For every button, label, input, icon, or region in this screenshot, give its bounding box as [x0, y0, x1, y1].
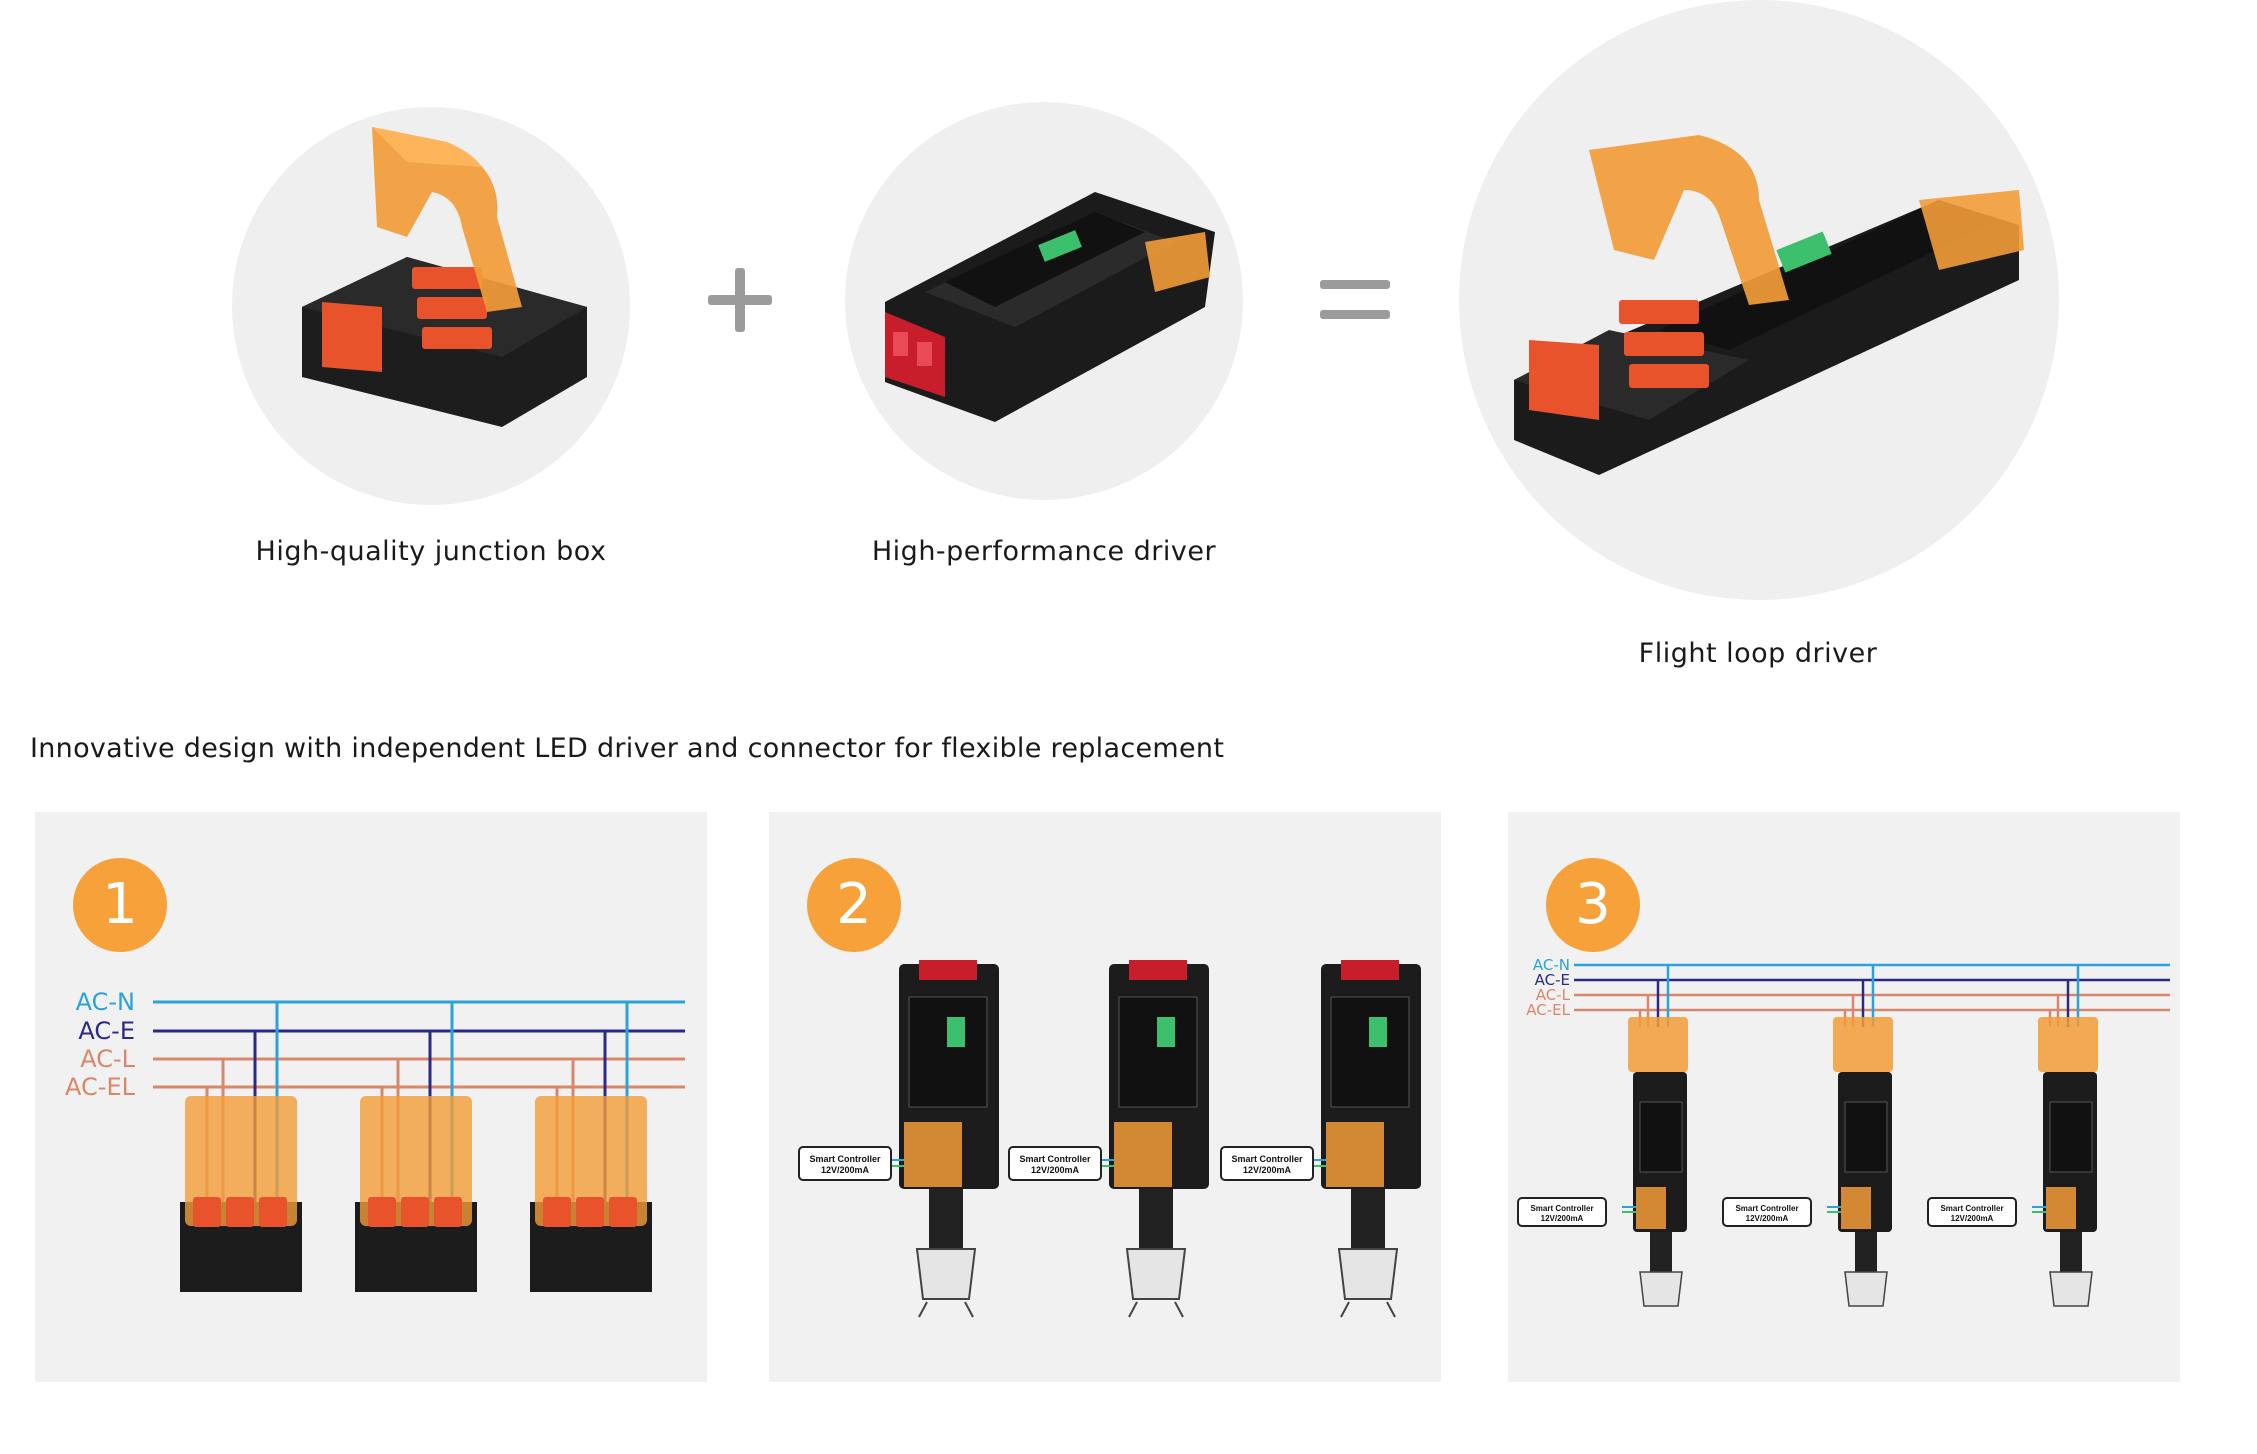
ac-e-label: AC-E: [78, 1017, 135, 1045]
ac-e-label: AC-E: [1534, 971, 1570, 989]
smart-controller-rating: 12V/200mA: [1541, 1214, 1584, 1223]
junction-box-image: [302, 127, 587, 427]
led-driver-caption: High-performance driver: [871, 536, 1217, 567]
smart-controller-label: Smart Controller: [1735, 1204, 1798, 1213]
ac-l-label: AC-L: [1535, 986, 1570, 1004]
junction-box: [355, 1002, 477, 1292]
smart-controller-box: [1517, 1197, 1607, 1227]
junction-box: [180, 1002, 302, 1292]
step-badge: 3: [1546, 858, 1640, 952]
smart-controller-box: [798, 1146, 892, 1181]
smart-controller-box: [1927, 1197, 2017, 1227]
ac-n-label: AC-N: [1532, 956, 1570, 974]
smart-controller-rating: 12V/200mA: [1951, 1214, 1994, 1223]
ac-l-label: AC-L: [80, 1045, 135, 1073]
plus-icon: [704, 264, 776, 336]
step-badge: 1: [73, 858, 167, 952]
smart-controller-rating: 12V/200mA: [1243, 1165, 1292, 1175]
flight-loop-driver-image-circle: [1459, 0, 2059, 600]
junction-box-wiring-diagram: [153, 1000, 685, 1292]
junction-box-image-circle: [232, 107, 630, 505]
led-driver-image-circle: [845, 102, 1243, 500]
smart-controller-label: Smart Controller: [1019, 1154, 1091, 1164]
smart-controller-box: [1220, 1146, 1314, 1181]
smart-controller-rating: 12V/200mA: [1746, 1214, 1789, 1223]
smart-controller-label: Smart Controller: [809, 1154, 881, 1164]
junction-box-caption: High-quality junction box: [255, 536, 607, 567]
ac-el-label: AC-EL: [65, 1073, 135, 1101]
smart-controller-label: Smart Controller: [1530, 1204, 1593, 1213]
flight-loop-driver-image: [1514, 135, 2024, 475]
led-driver-image: [885, 192, 1215, 422]
panel-step-1: 1 AC-N AC-E AC-L AC-EL: [35, 812, 707, 1382]
section-headline: Innovative design with independent LED d…: [30, 733, 1225, 764]
smart-controller-rating: 12V/200mA: [821, 1165, 870, 1175]
step-badge: 2: [807, 858, 901, 952]
equals-icon: [1318, 276, 1392, 324]
smart-controller-rating: 12V/200mA: [1031, 1165, 1080, 1175]
smart-controller-box: [1008, 1146, 1102, 1181]
ac-n-label: AC-N: [75, 988, 135, 1016]
smart-controller-box: [1722, 1197, 1812, 1227]
flight-loop-driver-caption: Flight loop driver: [1638, 638, 1878, 669]
ac-el-label: AC-EL: [1526, 1001, 1570, 1019]
junction-box: [530, 1002, 652, 1292]
smart-controller-label: Smart Controller: [1940, 1204, 2003, 1213]
smart-controller-label: Smart Controller: [1231, 1154, 1303, 1164]
